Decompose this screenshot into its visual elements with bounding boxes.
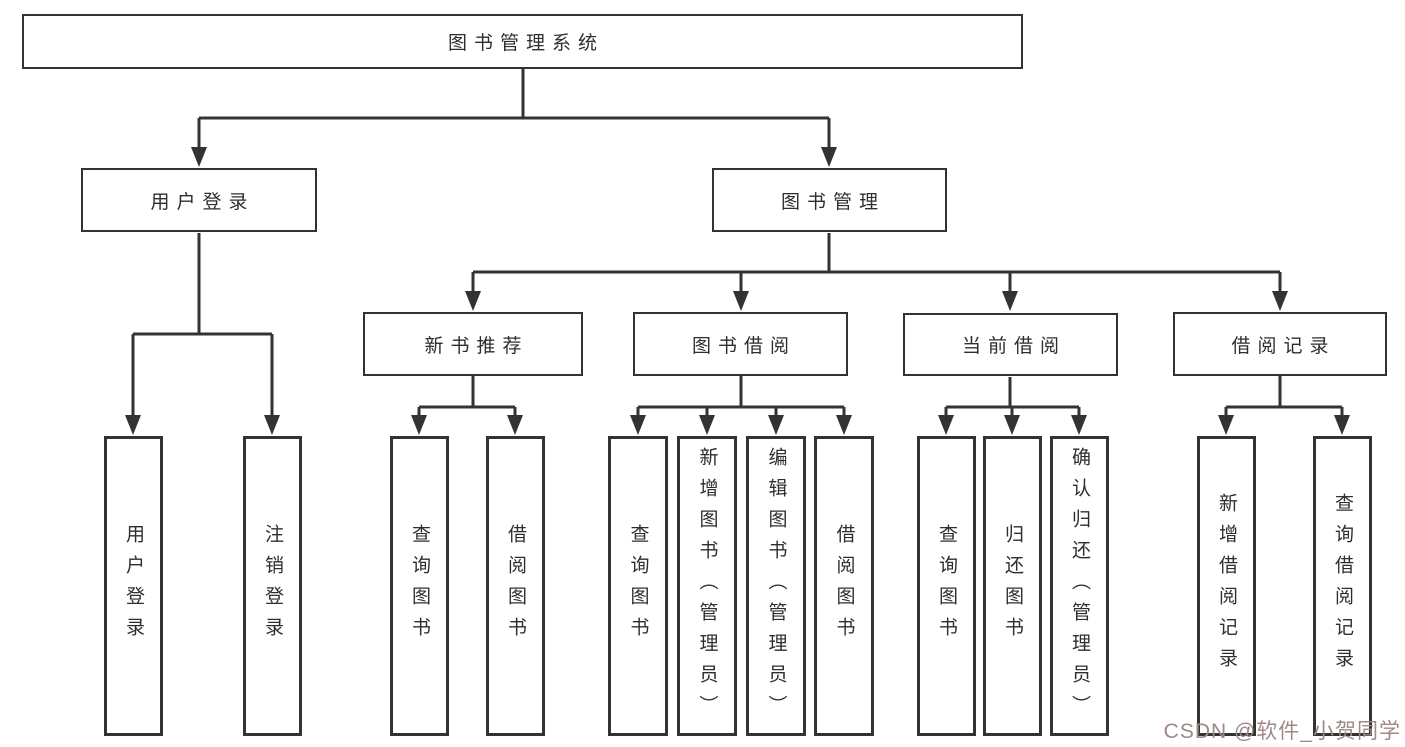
leaf-query-books-3: 查询图书 bbox=[917, 436, 976, 736]
node-book-management-label: 图书管理 bbox=[780, 191, 885, 213]
node-current-borrowing-label: 当前借阅 bbox=[961, 336, 1066, 357]
node-borrowing-records: 借阅记录 bbox=[1173, 312, 1387, 376]
node-new-book-recommend-label: 新书推荐 bbox=[424, 335, 529, 357]
node-borrowing-records-label: 借阅记录 bbox=[1231, 335, 1336, 357]
leaf-query-borrow-record: 查询借阅记录 bbox=[1313, 436, 1372, 736]
leaf-user-login-label: 用户登录 bbox=[123, 524, 144, 648]
leaf-edit-books-admin-label: 编辑图书（管理员） bbox=[765, 446, 787, 726]
node-user-login: 用户登录 bbox=[81, 168, 317, 232]
leaf-query-books-2: 查询图书 bbox=[608, 436, 668, 736]
leaf-add-books-admin: 新增图书（管理员） bbox=[677, 436, 737, 736]
leaf-borrow-books-1-label: 借阅图书 bbox=[505, 524, 526, 648]
node-root: 图书管理系统 bbox=[22, 14, 1023, 69]
arrowheads bbox=[125, 147, 1350, 435]
node-user-login-label: 用户登录 bbox=[150, 191, 255, 213]
node-root-label: 图书管理系统 bbox=[447, 33, 604, 54]
leaf-add-borrow-record: 新增借阅记录 bbox=[1197, 436, 1256, 736]
node-new-book-recommend: 新书推荐 bbox=[363, 312, 583, 376]
leaf-add-borrow-record-label: 新增借阅记录 bbox=[1216, 493, 1237, 679]
leaf-return-books: 归还图书 bbox=[983, 436, 1042, 736]
node-current-borrowing: 当前借阅 bbox=[903, 313, 1118, 376]
leaf-confirm-return-admin: 确认归还（管理员） bbox=[1050, 436, 1109, 736]
leaf-logout: 注销登录 bbox=[243, 436, 302, 736]
leaf-query-books-1: 查询图书 bbox=[390, 436, 449, 736]
leaf-user-login: 用户登录 bbox=[104, 436, 163, 736]
leaf-logout-label: 注销登录 bbox=[262, 524, 283, 648]
leaf-borrow-books-2-label: 借阅图书 bbox=[833, 524, 855, 648]
leaf-edit-books-admin: 编辑图书（管理员） bbox=[746, 436, 806, 736]
csdn-watermark: CSDN @软件_小贺同学 bbox=[1163, 720, 1401, 743]
leaf-query-books-2-label: 查询图书 bbox=[627, 524, 649, 648]
leaf-borrow-books-1: 借阅图书 bbox=[486, 436, 545, 736]
leaf-add-books-admin-label: 新增图书（管理员） bbox=[696, 446, 718, 726]
leaf-query-books-1-label: 查询图书 bbox=[409, 524, 430, 648]
node-book-management: 图书管理 bbox=[712, 168, 947, 232]
node-book-borrowing: 图书借阅 bbox=[633, 312, 848, 376]
node-book-borrowing-label: 图书借阅 bbox=[691, 335, 796, 357]
leaf-return-books-label: 归还图书 bbox=[1002, 524, 1023, 648]
leaf-confirm-return-admin-label: 确认归还（管理员） bbox=[1069, 446, 1090, 726]
leaf-query-borrow-record-label: 查询借阅记录 bbox=[1332, 493, 1353, 679]
leaf-query-books-3-label: 查询图书 bbox=[936, 524, 957, 648]
leaf-borrow-books-2: 借阅图书 bbox=[814, 436, 874, 736]
